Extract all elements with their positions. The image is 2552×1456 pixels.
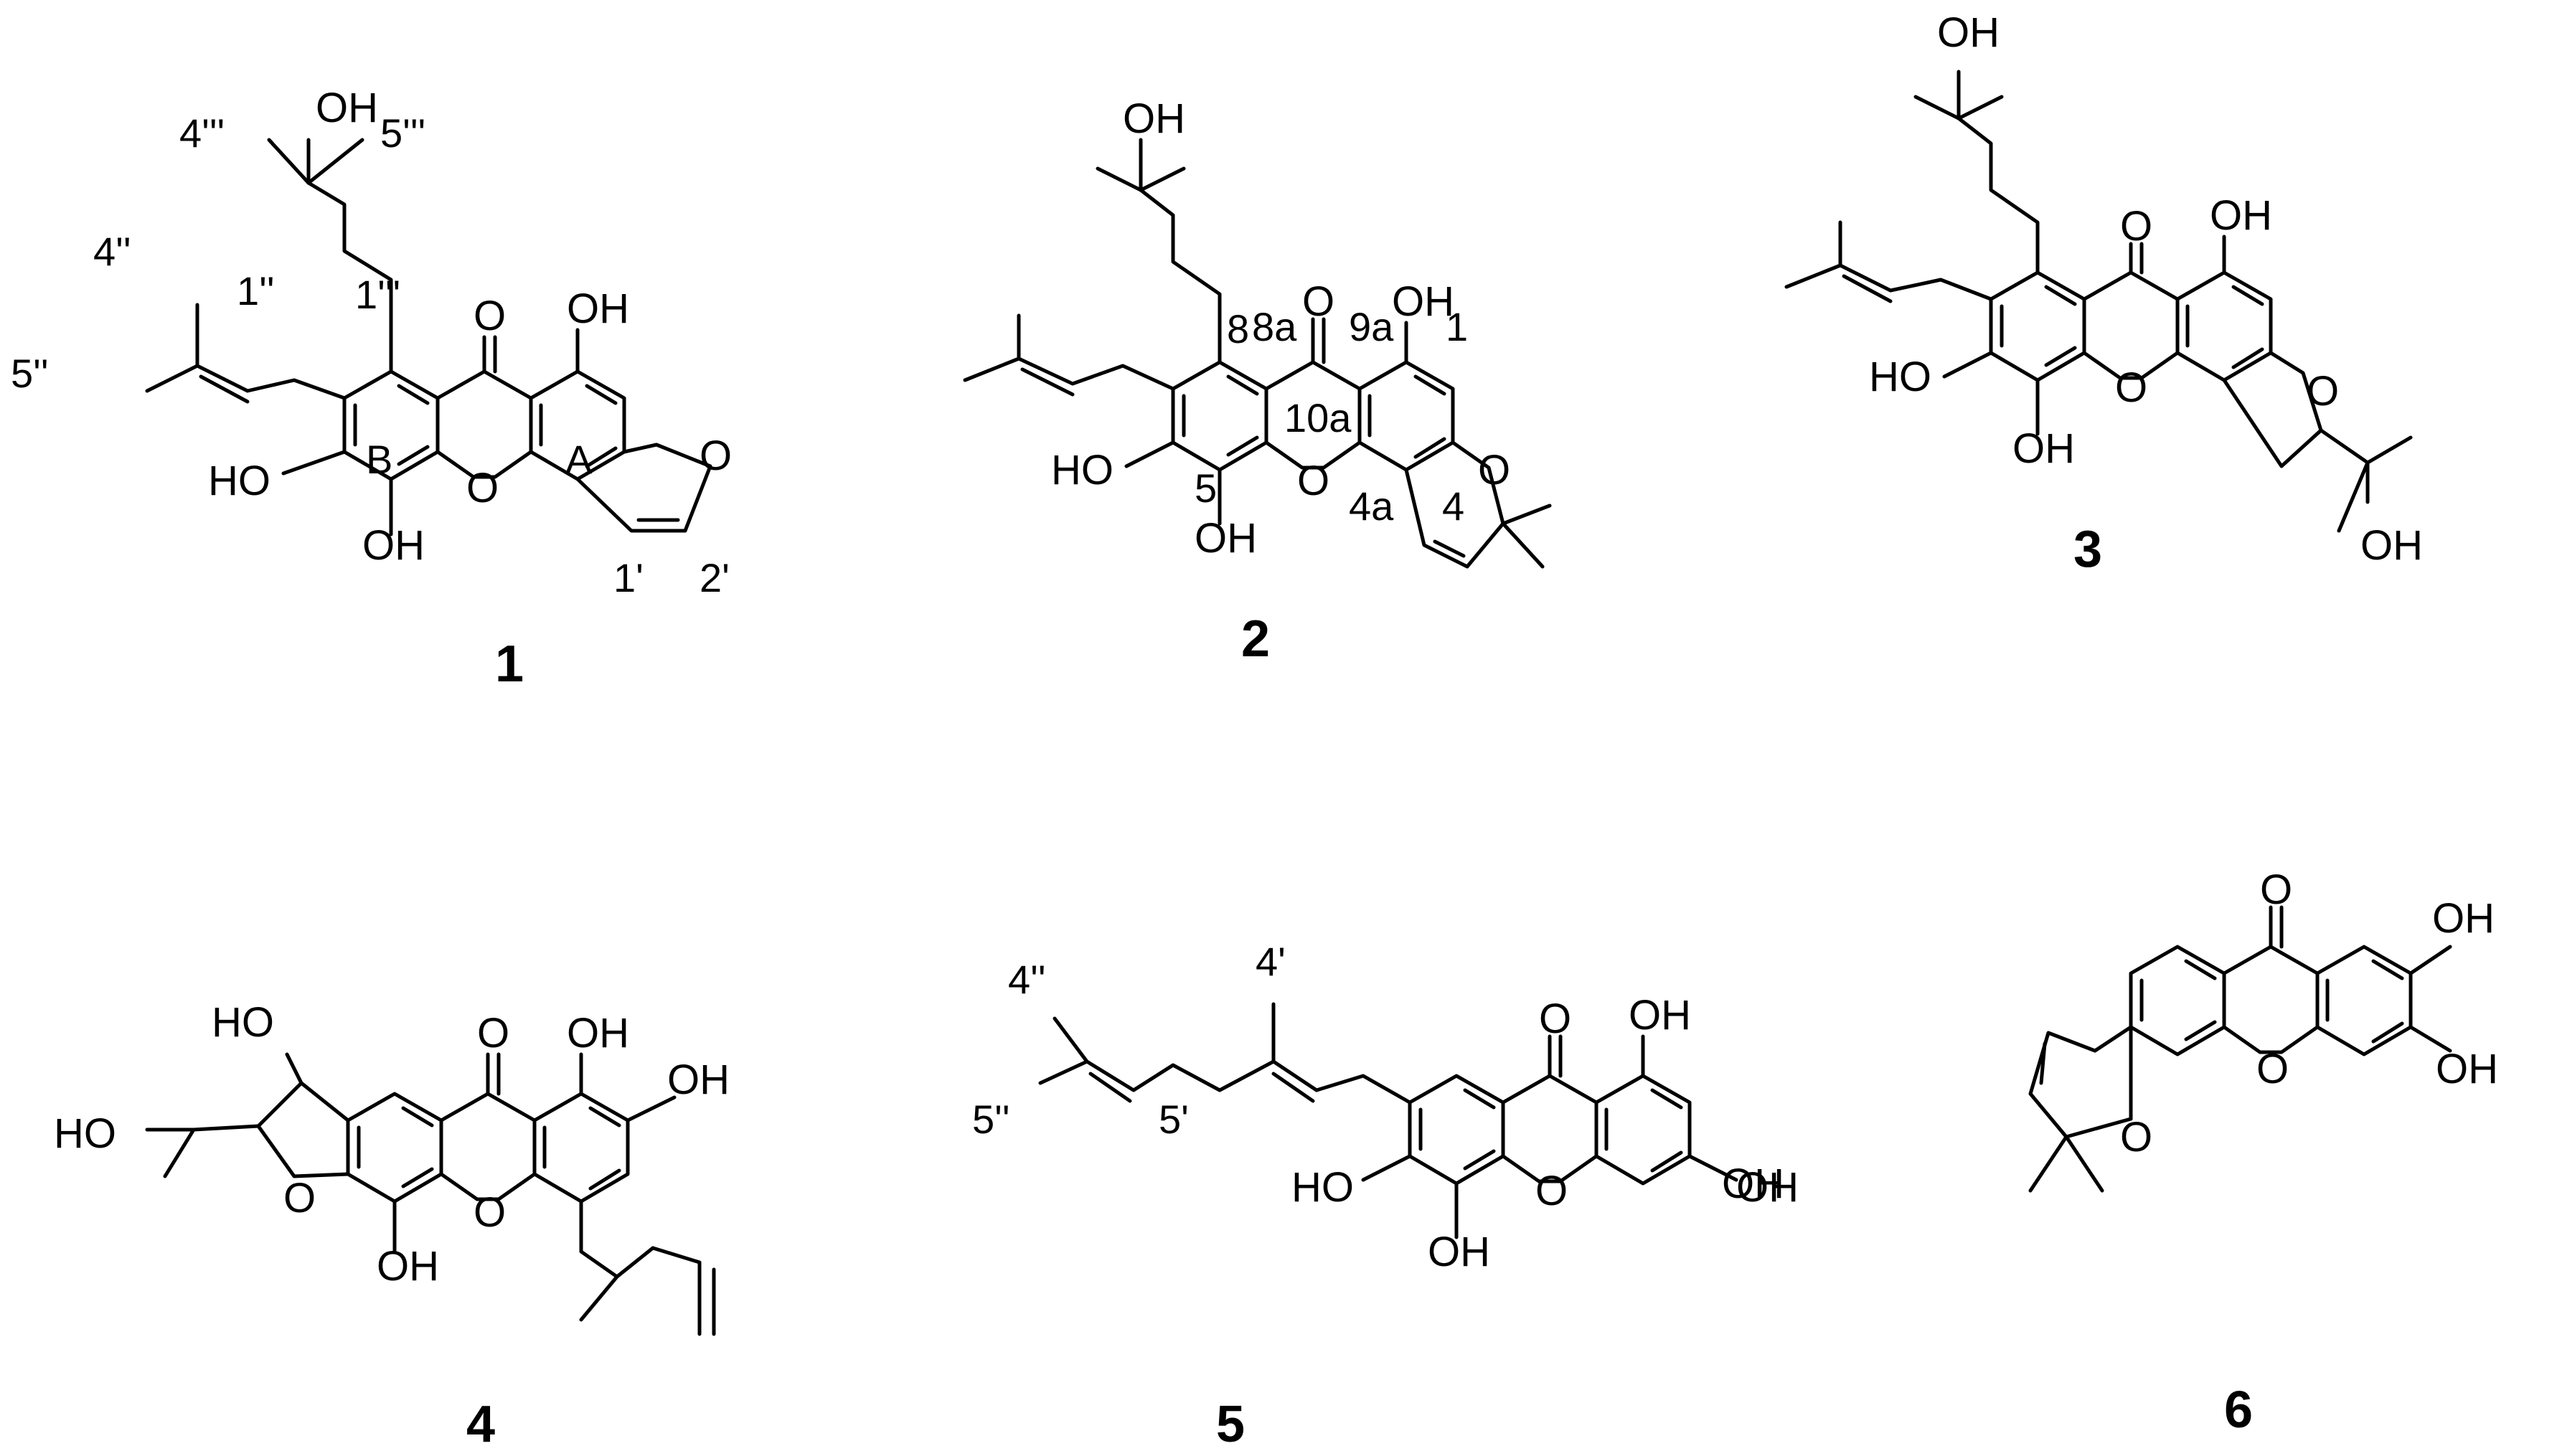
compound-4-atom-label: O xyxy=(477,1010,509,1056)
compound-3-atom-label: OH xyxy=(1937,9,2000,56)
compound-1-atom-label: O xyxy=(474,293,506,339)
compound-2-atom-label: HO xyxy=(1051,447,1113,493)
compound-5-atom-labels: O OH OH O HO OH OH xyxy=(1291,992,1799,1275)
compound-1-atom-label: OH xyxy=(362,522,425,569)
compound-5-atom-label: OH xyxy=(1736,1164,1799,1211)
compound-2: OH O OH O O HO OH 8 8a 9a 1 10a 4a 4 5 2 xyxy=(963,95,1552,668)
compound-5-atom-label: O xyxy=(1535,1168,1568,1214)
compound-4-atom-label: O xyxy=(474,1189,506,1236)
compound-1-locant: 1' xyxy=(613,555,644,600)
compound-1-locants: 4''' 5''' 4'' 1'' 1''' 5'' B A 1' 2' xyxy=(11,110,730,600)
compound-1-locant: B xyxy=(366,437,392,482)
compound-3-atom-labels: OH O OH O O HO OH OH xyxy=(1869,9,2423,569)
compound-2-atom-label: OH xyxy=(1392,278,1454,325)
compound-2-locant: 8 xyxy=(1227,306,1249,351)
compound-1-locant: 5'' xyxy=(11,351,49,396)
compound-4-atom-label: OH xyxy=(667,1056,730,1103)
compound-4-atom-label: HO xyxy=(212,999,274,1046)
compound-5-locants: 4'' 4' 5'' 5' xyxy=(972,939,1286,1142)
compound-2-atom-label: OH xyxy=(1123,95,1185,142)
compound-6-atom-label: O xyxy=(2256,1046,2289,1092)
compound-1: OH O OH O O HO OH 4''' 5''' 4'' 1'' 1'''… xyxy=(11,85,732,693)
compound-2-locant: 5 xyxy=(1195,465,1217,511)
compound-4-atom-label: HO xyxy=(54,1110,116,1157)
compound-4: HO O OH OH HO O O OH 4 xyxy=(54,999,730,1453)
compound-2-atom-label: O xyxy=(1478,447,1510,493)
compound-1-locant: 4''' xyxy=(179,110,225,156)
compound-3-atom-label: OH xyxy=(2360,522,2423,569)
compound-2-atom-label: O xyxy=(1297,458,1329,504)
compound-6-atom-label: OH xyxy=(2432,895,2495,942)
compound-2-locant: 1 xyxy=(1446,304,1468,349)
compound-2-number: 2 xyxy=(1241,610,1270,668)
compound-5-atom-label: OH xyxy=(1629,992,1691,1039)
compound-3-atom-label: HO xyxy=(1869,354,1931,400)
compound-2-atom-label: OH xyxy=(1195,515,1257,562)
compound-1-atom-label: HO xyxy=(208,458,270,504)
compound-2-locant: 4a xyxy=(1349,483,1394,529)
compound-5-atom-label: OH xyxy=(1722,1160,1784,1207)
compound-4-atom-label: O xyxy=(283,1175,316,1221)
compound-1-atom-label: OH xyxy=(567,285,629,332)
compound-4-bonds xyxy=(145,1052,716,1336)
compound-1-locant: 2' xyxy=(700,555,730,600)
compound-5-locant: 5' xyxy=(1159,1097,1189,1142)
compound-6-bonds xyxy=(2028,905,2452,1193)
compound-1-locant: A xyxy=(565,437,593,482)
compound-2-locant: 9a xyxy=(1349,304,1394,349)
compound-1-locant: 5''' xyxy=(380,110,425,156)
compound-3-atom-label: OH xyxy=(2012,425,2075,472)
compound-5-bonds xyxy=(1038,1002,1738,1239)
compound-1-bonds xyxy=(145,138,712,536)
compound-6-atom-label: O xyxy=(2120,1114,2152,1160)
compound-3: OH O OH O O HO OH OH 3 xyxy=(1784,9,2423,578)
compound-4-atom-label: OH xyxy=(567,1010,629,1056)
compound-5-number: 5 xyxy=(1216,1396,1245,1453)
compound-2-locant: 10a xyxy=(1284,395,1352,440)
compound-5-locant: 4'' xyxy=(1008,957,1046,1002)
compound-6-atom-labels: O OH O O OH xyxy=(2120,866,2498,1160)
compound-6-atom-label: OH xyxy=(2436,1046,2498,1092)
compound-5-atom-label: HO xyxy=(1291,1164,1354,1211)
compound-1-atom-label: O xyxy=(700,432,732,479)
compound-4-atom-labels: HO O OH OH HO O O OH xyxy=(54,999,730,1290)
compound-3-number: 3 xyxy=(2073,521,2102,578)
compound-4-number: 4 xyxy=(466,1396,495,1453)
compound-6: O OH O O OH 6 xyxy=(2028,866,2498,1439)
compound-6-atom-label: O xyxy=(2260,866,2292,913)
compound-1-locant: 1''' xyxy=(355,272,400,317)
compound-5-atom-label: O xyxy=(1539,996,1571,1042)
compound-3-atom-label: OH xyxy=(2210,192,2272,239)
compound-1-locant: 4'' xyxy=(93,229,131,274)
compound-2-locant: 4 xyxy=(1442,483,1464,529)
compound-5-atom-label: OH xyxy=(1428,1229,1490,1275)
compound-5-locant: 5'' xyxy=(972,1097,1010,1142)
compound-6-number: 6 xyxy=(2224,1381,2253,1439)
compound-2-atom-labels: OH O OH O O HO OH xyxy=(1051,95,1510,562)
compound-1-number: 1 xyxy=(495,635,524,693)
compound-2-locants: 8 8a 9a 1 10a 4a 4 5 xyxy=(1195,304,1468,529)
compound-1-atom-labels: OH O OH O O HO OH xyxy=(208,85,732,569)
compound-2-atom-label: O xyxy=(1302,278,1334,325)
compound-3-atom-label: O xyxy=(2120,203,2152,250)
compound-2-locant: 8a xyxy=(1252,304,1297,349)
compound-1-atom-label: O xyxy=(466,465,499,511)
compound-3-bonds xyxy=(1784,70,2413,533)
compound-2-bonds xyxy=(963,138,1552,569)
compound-3-atom-label: O xyxy=(2307,368,2339,415)
compound-5: O OH OH O HO OH OH 4'' 4' 5'' 5' 5 xyxy=(972,939,1799,1453)
compound-1-atom-label: OH xyxy=(316,85,378,131)
compound-3-atom-label: O xyxy=(2115,364,2147,411)
compound-1-locant: 1'' xyxy=(237,268,275,313)
compound-5-locant: 4' xyxy=(1256,939,1286,984)
compound-4-atom-label: OH xyxy=(377,1243,439,1290)
